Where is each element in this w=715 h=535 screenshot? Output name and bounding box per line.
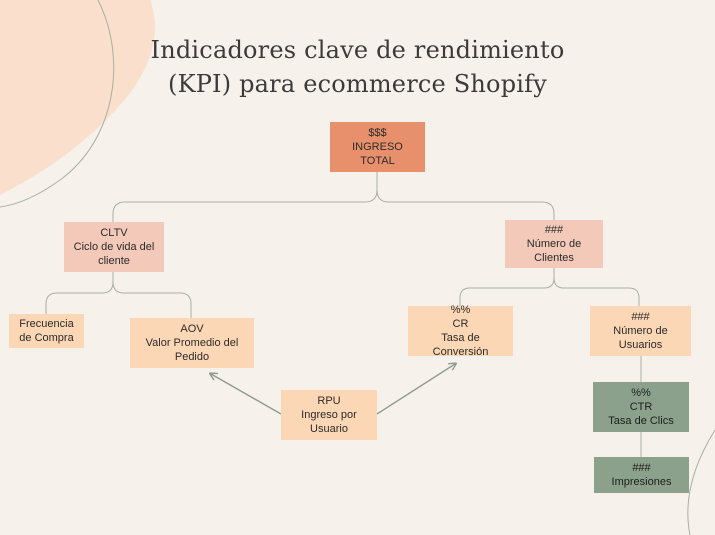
connector-clientes-to-cr [459,268,555,306]
arrow-rpu-to-cr [376,364,455,415]
node-label-line-2: cliente [98,255,130,267]
node-symbol: ### [544,224,564,236]
title-line-1: Indicadores clave de rendimiento [150,36,565,64]
node-ctr: %% CTR Tasa de Clics [593,382,689,432]
node-numero-clientes: ### Número de Clientes [505,220,603,268]
node-label-line-1: Ciclo de vida del [73,241,155,253]
node-symbol: %% [450,304,471,316]
title-line-2: (KPI) para ecommerce Shopify [168,70,547,98]
node-label-line-1: Frecuencia [19,318,74,330]
connector-root-to-clientes [376,189,555,220]
node-label-line-2: de Compra [19,332,74,344]
node-symbol: ### [631,311,650,323]
node-symbol: $$$ [368,127,387,139]
connector-cltv-to-aov [112,281,192,318]
node-abbr: CR [452,318,469,330]
node-abbr: CLTV [100,227,128,239]
node-abbr: AOV [180,323,204,335]
node-abbr: CTR [629,401,653,413]
node-label: INGRESO TOTAL [352,141,403,167]
node-frecuencia-compra: Frecuencia de Compra [9,314,84,348]
node-cr: %% CR Tasa de Conversión [408,304,513,358]
node-impresiones: ### Impresiones [594,457,689,493]
connector-root-to-cltv [112,172,378,222]
node-label-line-2: Pedido [174,351,210,363]
node-ingreso-total: $$$ INGRESO TOTAL [330,122,425,172]
node-symbol: ### [632,462,651,474]
node-rpu: RPU Ingreso por Usuario [281,390,377,440]
corner-blob [0,0,155,195]
node-label-line-1: Número de [526,238,582,250]
node-numero-usuarios: ### Número de Usuarios [590,306,691,356]
node-symbol: %% [631,387,651,399]
node-label-line-2: Usuario [310,423,348,435]
node-label-line-2: Clientes [534,252,574,264]
node-cltv: CLTV Ciclo de vida del cliente [64,222,164,272]
arrow-rpu-to-aov [211,374,282,415]
page-title: Indicadores clave de rendimiento (KPI) p… [0,33,715,101]
node-abbr: RPU [317,395,341,407]
node-label: Impresiones [611,476,672,488]
node-label-line-2: Usuarios [618,339,663,351]
node-label-line-1: Ingreso por [301,409,357,421]
corner-curve-bottom-right [687,429,715,535]
connector-cltv-to-frecuencia [45,272,114,314]
connector-clientes-to-usuarios [553,277,640,306]
node-label-line-1: Número de [613,325,668,337]
node-label-line-1: Tasa de Conversión [432,332,489,358]
corner-curve-line [0,0,115,208]
node-aov: AOV Valor Promedio del Pedido [130,318,254,368]
node-label-line-1: Tasa de Clics [608,415,674,427]
node-label-line-1: Valor Promedio del [145,337,239,349]
